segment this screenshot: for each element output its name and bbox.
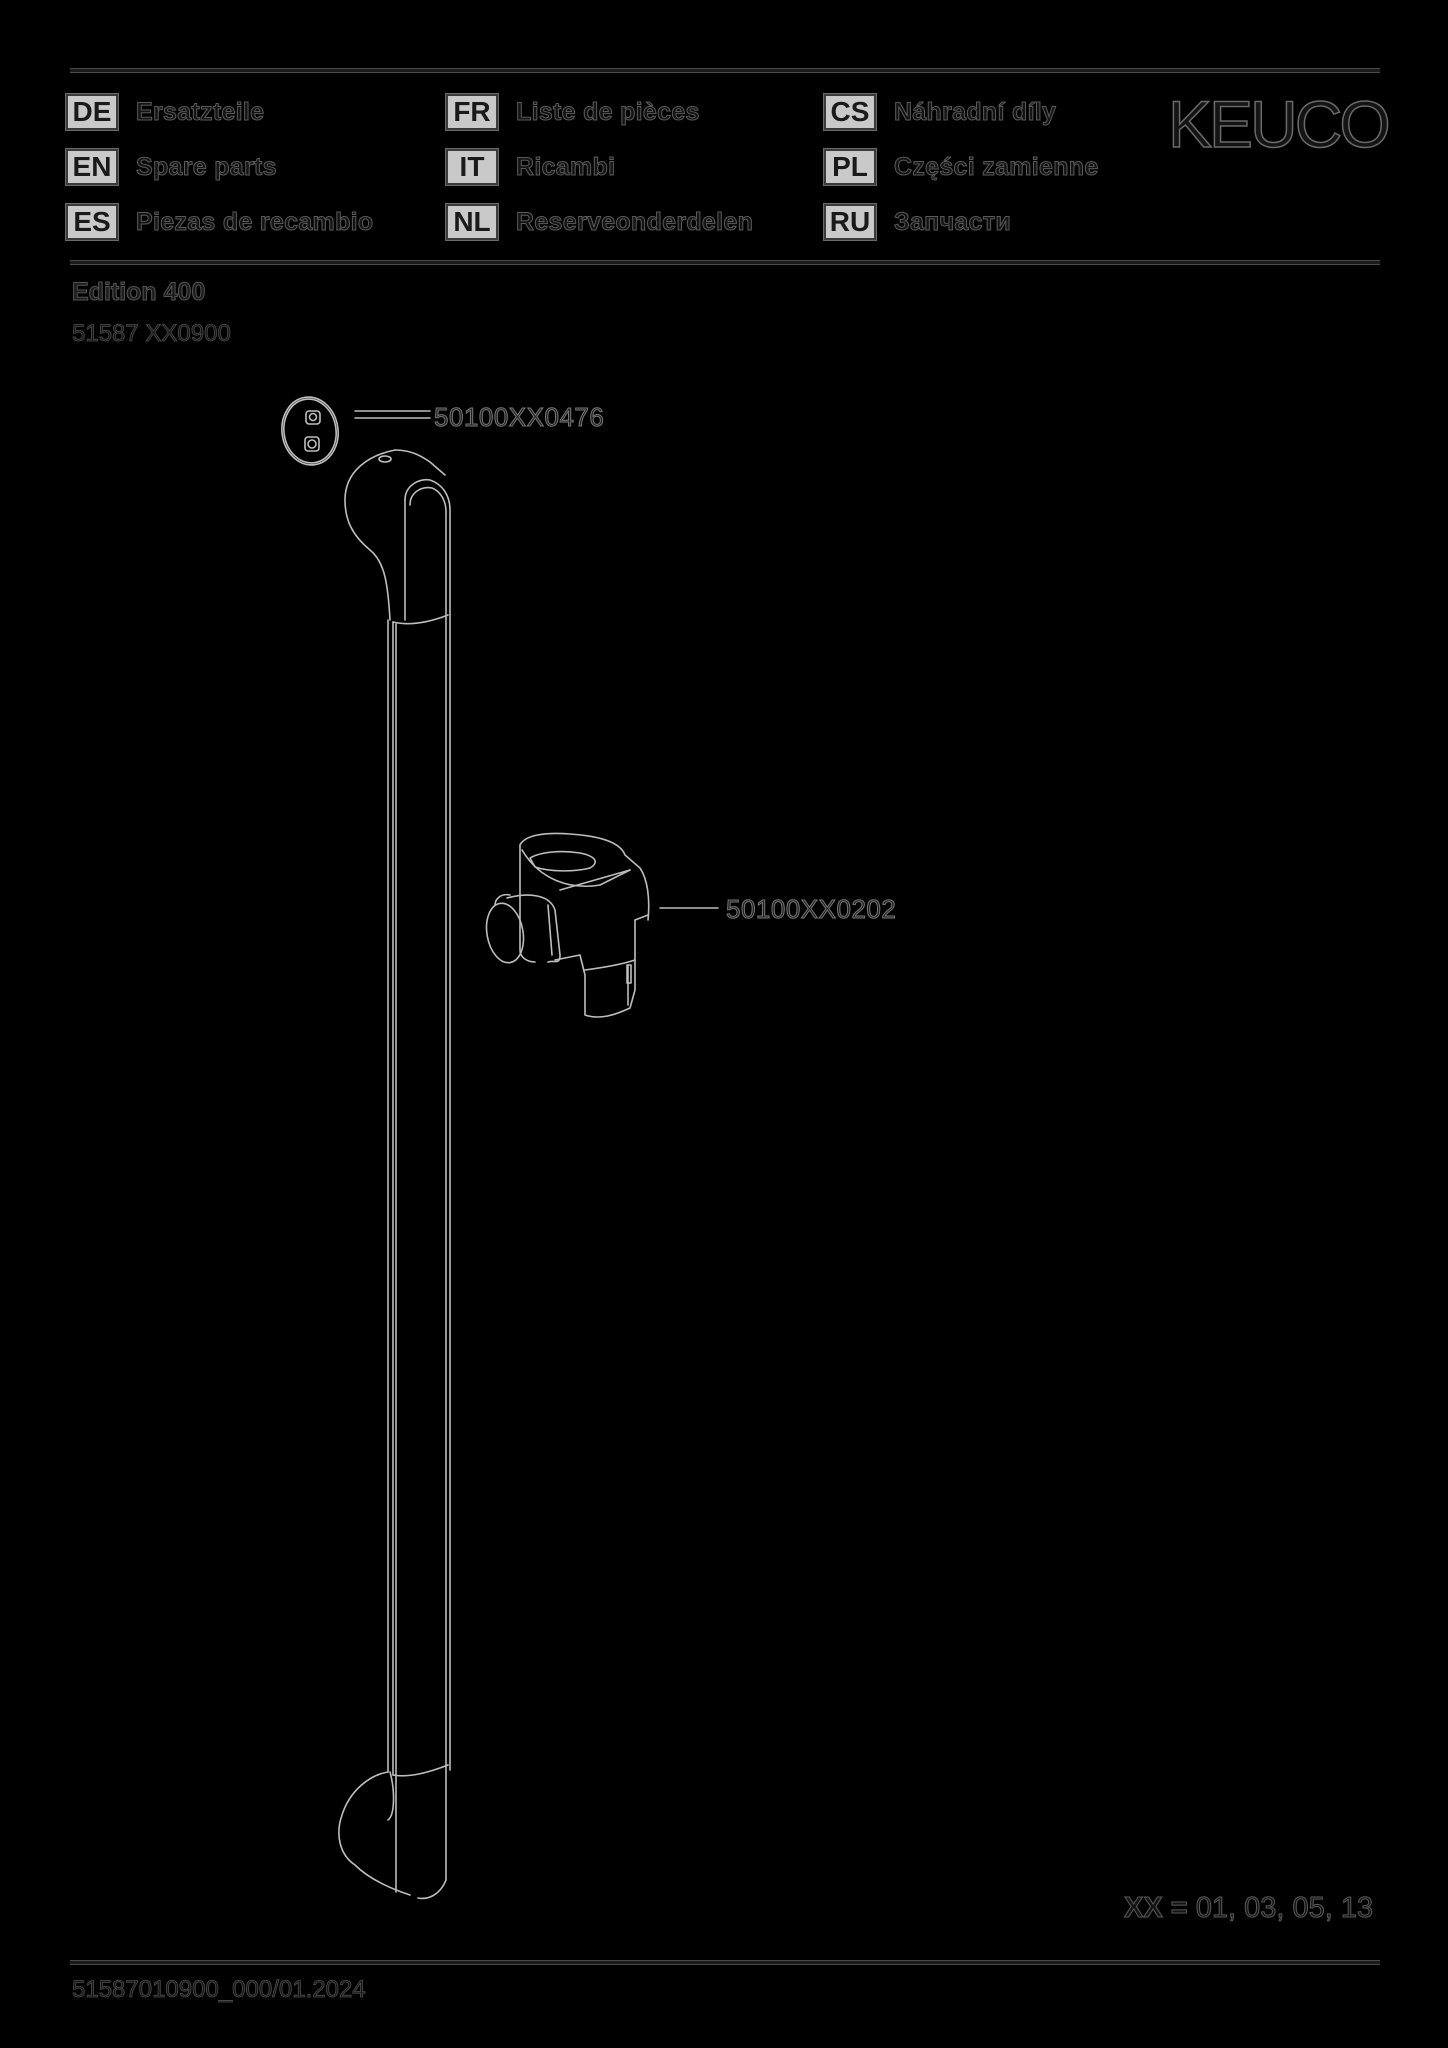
lang-code-badge: FR	[446, 94, 498, 130]
lang-label: Запчасти	[894, 207, 1012, 236]
variants-key: XX =	[1124, 1892, 1189, 1925]
lang-label: Ersatzteile	[135, 97, 265, 126]
footer-rule	[70, 1960, 1380, 1965]
lang-code-badge: RU	[824, 204, 876, 240]
lang-label: Náhradní díly	[893, 97, 1057, 126]
lang-row-cs: CS Náhradní díly	[824, 92, 1056, 132]
lang-label: Spare parts	[136, 152, 278, 181]
top-rule	[70, 68, 1380, 73]
lang-label: Części zamienne	[894, 152, 1099, 181]
header-bottom-rule	[70, 260, 1380, 265]
lang-label: Piezas de recambio	[135, 207, 374, 236]
lang-row-it: IT Ricambi	[446, 147, 616, 187]
lang-code-badge: DE	[66, 94, 118, 130]
lang-label: Reserveonderdelen	[515, 207, 754, 236]
shower-rail-icon	[338, 449, 451, 1900]
variants-values: 01, 03, 05, 13	[1195, 1892, 1374, 1925]
lang-row-pl: PL Części zamienne	[824, 147, 1099, 187]
lang-code-badge: ES	[66, 204, 118, 240]
lang-row-ru: RU Запчасти	[824, 202, 1011, 242]
part-number-slider: 50100XX0202	[725, 894, 897, 925]
shower-holder-slider-icon	[485, 832, 650, 1018]
article-number: 51587 XX0900	[72, 320, 232, 348]
brand-logo: KEUCO	[1167, 86, 1391, 162]
lang-code-badge: PL	[824, 149, 876, 185]
document-id: 51587010900_000/01.2024	[72, 1976, 366, 2004]
color-variants: XX = 01, 03, 05, 13	[1124, 1892, 1374, 1925]
lang-row-nl: NL Reserveonderdelen	[446, 202, 753, 242]
lang-label: Ricambi	[515, 152, 616, 181]
lang-code-badge: EN	[66, 149, 118, 185]
lang-code-badge: IT	[446, 149, 498, 185]
lang-code-badge: NL	[446, 204, 498, 240]
lang-label: Liste de pièces	[516, 97, 700, 126]
lang-row-fr: FR Liste de pièces	[446, 92, 700, 132]
part-number-cap: 50100XX0476	[433, 402, 605, 433]
lang-code-badge: CS	[824, 94, 876, 130]
wall-cover-cap-icon	[281, 396, 339, 466]
lang-row-es: ES Piezas de recambio	[66, 202, 374, 242]
lang-row-de: DE Ersatzteile	[66, 92, 265, 132]
product-series-title: Edition 400	[71, 278, 206, 307]
lang-row-en: EN Spare parts	[66, 147, 277, 187]
